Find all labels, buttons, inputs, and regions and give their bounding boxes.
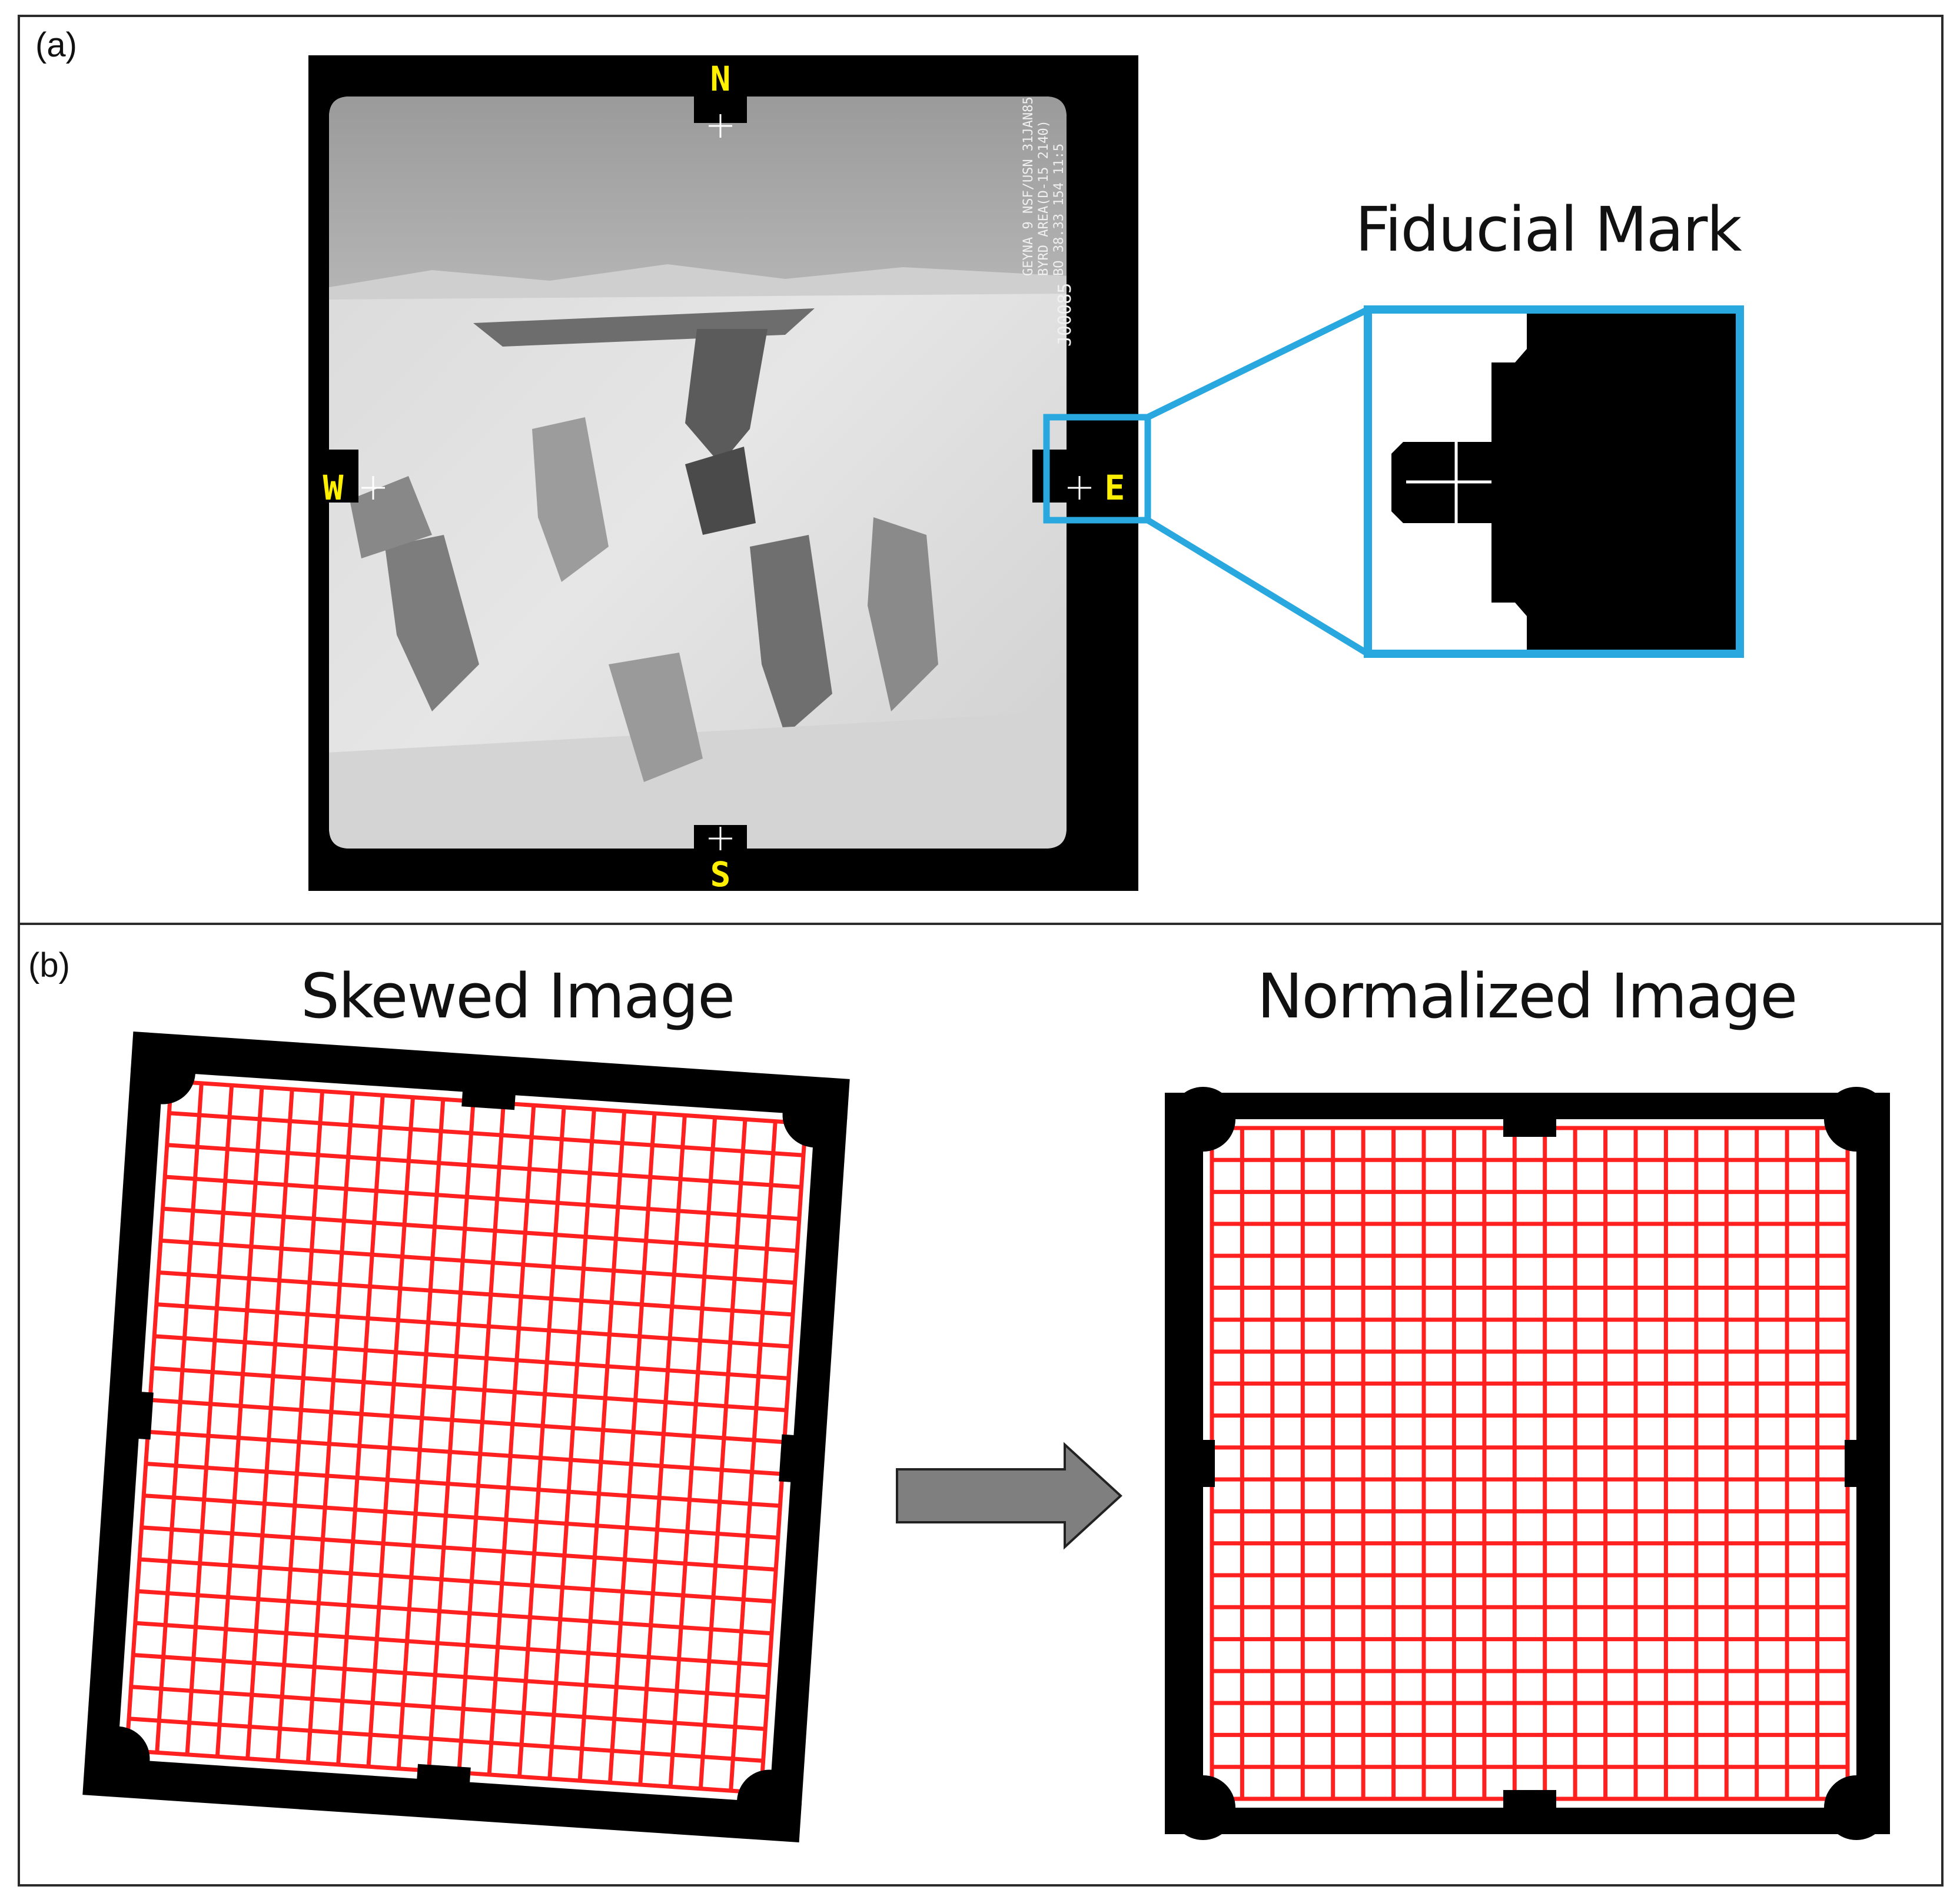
grid-line — [396, 1099, 446, 1769]
grid-line — [729, 1121, 778, 1791]
grid-line — [152, 1366, 787, 1413]
grid-line — [135, 1621, 770, 1668]
normalized-grid — [1210, 1126, 1850, 1801]
grid-line — [547, 1109, 596, 1779]
grid-line — [638, 1115, 687, 1785]
grid-line — [517, 1107, 566, 1777]
grid-line — [245, 1089, 294, 1759]
normalized-image-title: Normalized Image — [1257, 960, 1798, 1032]
grid-line — [155, 1083, 204, 1753]
normalized-image — [1165, 1087, 1890, 1840]
grid-line — [185, 1085, 234, 1755]
grid-line — [132, 1652, 768, 1699]
svg-text:GEYNA 9 NSF/USN 31JAN85: GEYNA 9 NSF/USN 31JAN85 — [1021, 97, 1036, 276]
arrow-icon — [896, 1442, 1122, 1550]
grid-line — [305, 1093, 355, 1763]
grid-line — [128, 1716, 763, 1763]
skewed-image-title: Skewed Image — [300, 960, 735, 1032]
fiducial-highlight-box — [1043, 414, 1151, 524]
grid-line — [457, 1103, 506, 1773]
grid-line — [577, 1111, 627, 1781]
grid-line — [160, 1238, 795, 1285]
grid-line — [154, 1334, 789, 1380]
grid-line — [215, 1087, 264, 1757]
compass-south: S — [710, 854, 731, 894]
panel-a-label: (a) — [35, 26, 77, 64]
zoom-line-bottom — [1146, 517, 1370, 657]
grid-line — [275, 1091, 325, 1761]
grid-line — [162, 1206, 798, 1253]
film-notches — [323, 91, 1072, 857]
fiducial-crosses — [361, 114, 1091, 850]
grid-line — [139, 1557, 774, 1604]
grid-line — [164, 1175, 800, 1222]
grid-line — [150, 1398, 785, 1445]
compass-north: N — [710, 59, 731, 99]
grid-line — [668, 1117, 717, 1787]
skewed-image — [82, 1032, 850, 1842]
zoom-line-top — [1146, 307, 1370, 420]
fiducial-inset — [1364, 305, 1744, 658]
svg-text:BO 38.33 154 11:5: BO 38.33 154 11:5 — [1052, 144, 1067, 276]
grid-line — [145, 1461, 780, 1508]
grid-line — [427, 1101, 476, 1771]
panel-b: (b) Skewed Image Normalized Image — [18, 923, 1944, 1887]
grid-line — [698, 1119, 748, 1789]
panel-a: (a) Fiducial Mark — [18, 15, 1944, 926]
grid-line — [148, 1429, 783, 1476]
grid-line — [143, 1493, 779, 1540]
svg-text:BYRD AREA(D-15 2140): BYRD AREA(D-15 2140) — [1037, 120, 1051, 276]
svg-text:J00085: J00085 — [1055, 283, 1075, 347]
grid-line — [336, 1095, 385, 1765]
grid-line — [366, 1097, 415, 1767]
grid-line — [167, 1143, 802, 1189]
grid-line — [169, 1111, 804, 1157]
aerial-photo-figure: N S W E GEYNA 9 NSF/USN 31JAN85 BYRD ARE… — [308, 55, 1744, 894]
compass-west: W — [323, 468, 344, 508]
aerial-photo — [329, 97, 1067, 849]
photo-annotation: GEYNA 9 NSF/USN 31JAN85 BYRD AREA(D-15 2… — [1021, 97, 1075, 347]
grid-line — [156, 1302, 791, 1349]
panel-b-label: (b) — [28, 946, 70, 984]
grid-line — [487, 1105, 536, 1775]
grid-line — [158, 1270, 793, 1317]
grid-line — [141, 1525, 776, 1572]
compass-east: E — [1105, 468, 1125, 508]
grid-line — [131, 1685, 766, 1731]
normalization-figure — [82, 1032, 1890, 1842]
fiducial-mark-title: Fiducial Mark — [1355, 194, 1742, 265]
grid-line — [137, 1589, 772, 1636]
grid-line — [607, 1113, 657, 1783]
